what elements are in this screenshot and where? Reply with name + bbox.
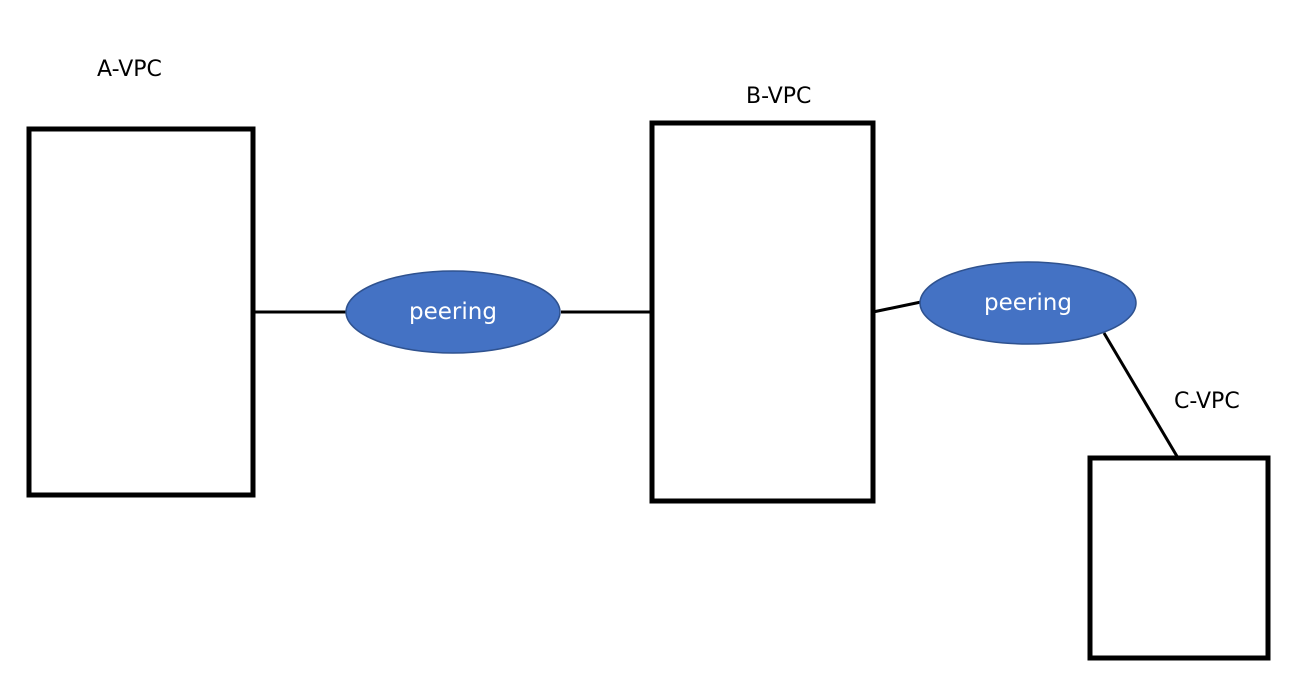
- c-vpc-box: [1087, 455, 1271, 661]
- b-vpc-box: [649, 120, 876, 504]
- peering-ab-ellipse: [345, 270, 561, 354]
- a-vpc-label: A-VPC: [97, 57, 162, 82]
- peering-bc-ellipse: [919, 261, 1137, 345]
- peering-ab-label: peering: [409, 299, 497, 325]
- connector-peering-bc-to-c: [1102, 332, 1180, 459]
- c-vpc-label: C-VPC: [1174, 389, 1240, 414]
- a-vpc-box: [26, 126, 256, 498]
- connector-b-to-peering-bc: [872, 300, 922, 314]
- b-vpc-label: B-VPC: [746, 84, 812, 109]
- peering-bc-label: peering: [984, 290, 1072, 316]
